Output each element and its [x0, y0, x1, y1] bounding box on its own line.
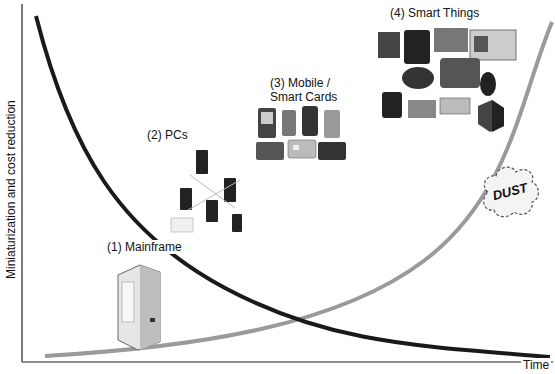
axis-label: Miniaturization and cost reduction [4, 100, 18, 279]
era-label: (2) PCs [145, 128, 190, 142]
era-label: (4) Smart Things [388, 6, 481, 20]
era-label: (1) Mainframe [105, 240, 184, 254]
era-label: (3) Mobile / Smart Cards [268, 76, 352, 104]
smart-things-picture [378, 28, 516, 132]
dust-cloud: DUST [478, 162, 542, 220]
axis-label: Time [521, 358, 551, 372]
pc-picture [171, 150, 242, 232]
y-axis [21, 4, 22, 362]
cost-curve [36, 16, 550, 357]
growth-curve [45, 22, 552, 356]
mobile-picture [256, 106, 346, 160]
mainframe-picture [118, 265, 160, 350]
x-axis [22, 361, 553, 362]
